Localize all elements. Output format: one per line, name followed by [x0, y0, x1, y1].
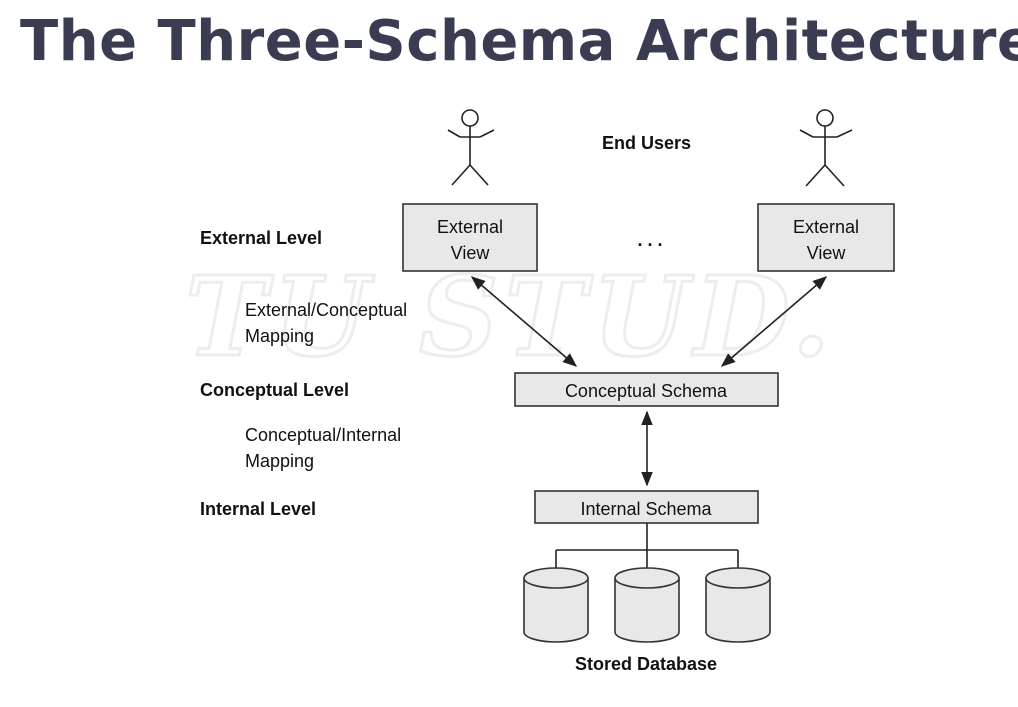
stored-database-label: Stored Database [575, 654, 717, 674]
conceptual-internal-mapping-line2: Mapping [245, 451, 314, 471]
external-conceptual-mapping-line1: External/Conceptual [245, 300, 407, 320]
external-view-right-line1: External [793, 217, 859, 237]
external-view-left-line1: External [437, 217, 503, 237]
external-level-label: External Level [200, 228, 322, 248]
conceptual-schema-box: Conceptual Schema [514, 372, 779, 407]
conceptual-schema-label: Conceptual Schema [565, 381, 728, 401]
database-connectors [555, 523, 739, 568]
internal-level-label: Internal Level [200, 499, 316, 519]
external-view-left-line2: View [451, 243, 491, 263]
database-cylinder-icon [523, 567, 589, 643]
database-cylinder-icon [705, 567, 771, 643]
arrow-right-external-to-conceptual [720, 276, 828, 367]
end-user-left-icon [447, 109, 495, 186]
external-conceptual-mapping-line2: Mapping [245, 326, 314, 346]
ellipsis: . . . [637, 230, 662, 250]
external-view-left: External View [402, 203, 538, 272]
external-view-right-line2: View [807, 243, 847, 263]
slide-title: The Three-Schema Architecture [20, 9, 1018, 74]
end-users-label: End Users [602, 133, 691, 153]
conceptual-internal-mapping-line1: Conceptual/Internal [245, 425, 401, 445]
end-user-right-icon [799, 109, 853, 187]
internal-schema-box: Internal Schema [534, 490, 759, 524]
database-cylinder-icon [614, 567, 680, 643]
arrow-left-external-to-conceptual [470, 276, 578, 367]
conceptual-level-label: Conceptual Level [200, 380, 349, 400]
external-view-right: External View [757, 203, 895, 272]
internal-schema-label: Internal Schema [580, 499, 712, 519]
